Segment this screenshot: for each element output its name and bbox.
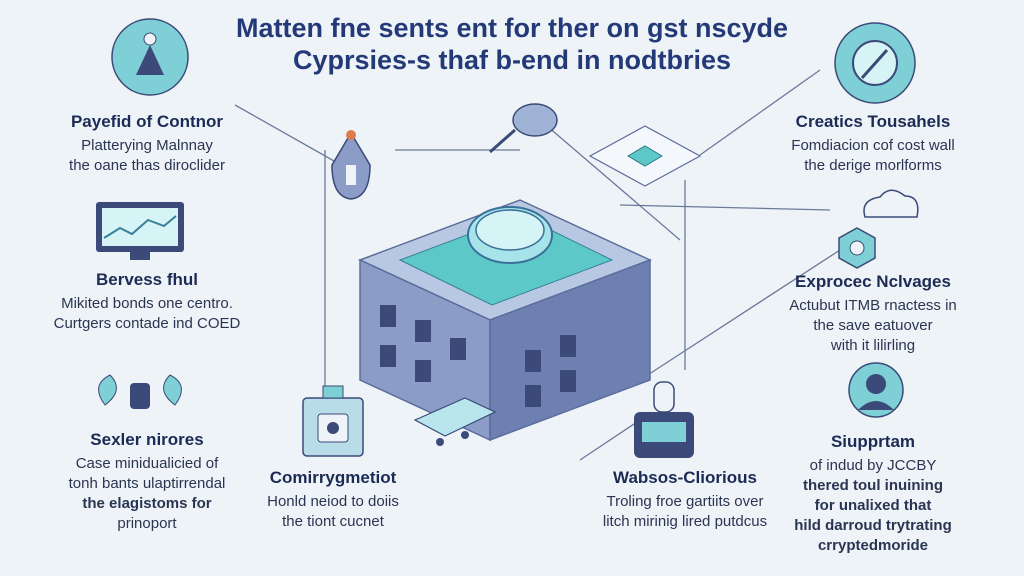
avatar-icon [848,362,904,418]
wallet-icon [111,18,189,96]
block-line: the derige morlforms [804,157,942,174]
block-line: Actubut ITMB rnactess in [789,297,957,314]
block-line: tonh bants ulaptirrendal [68,475,226,492]
block-line: Case minidualicied of [75,455,219,472]
vault-icon [302,385,364,457]
block-top-left: Payefid of Contnor Platterying Malnnay t… [22,112,272,176]
block-mid-right: Exprocec Nclvages Actubut ITMB rnactess … [748,272,998,356]
block-mid-left: Bervess fhul Mikited bonds one centro. C… [22,270,272,334]
block-line: the elagistoms for [82,495,212,512]
block-line: Troling froe gartiits over [606,493,764,510]
block-line: the oane thas diroclider [69,157,225,174]
clock-icon [838,227,876,269]
block-line: prinoport [117,515,177,532]
block-heading: Bervess fhul [95,270,199,289]
rocket-icon [331,130,371,200]
block-low-right: Siupprtam of indud by JCCBY thered toul … [748,432,998,556]
plants-icon [98,374,182,409]
block-heading: Exprocec Nclvages [795,272,951,291]
block-heading: Sexler nirores [90,430,204,449]
satellite-icon [489,103,558,154]
block-top-right: Creatics Tousahels Fomdiacion cof cost w… [748,112,998,176]
block-line: for unalixed that [814,497,932,514]
block-line: crryptedmoride [817,537,929,554]
block-bottom-center-right: Wabsos-Cliorious Troling froe gartiits o… [560,468,810,532]
card-icon [413,397,497,446]
block-line: with it lilirling [830,337,916,354]
block-line: litch mirinig lired putdcus [602,513,768,530]
block-line: hild darroud trytrating [794,517,952,534]
block-bottom-center-left: Comirrygmetiot Honld neiod to doiis the … [208,468,458,532]
block-line: the tiont cucnet [282,513,384,530]
block-low-left: Sexler nirores Case minidualicied of ton… [22,430,272,534]
block-line: the save eatuover [813,317,933,334]
page-title-line-2: Cyprsies-s thaf b-end in nodtbries [292,45,732,75]
chip-icon [588,125,702,187]
block-line: thered toul inuining [803,477,943,494]
block-line: Fomdiacion cof cost wall [791,137,955,154]
magnifier-icon [834,22,916,104]
block-line: of indud by JCCBY [809,457,937,474]
block-heading: Creatics Tousahels [795,112,951,131]
building-icon [358,199,652,442]
block-line: Mikited bonds one centro. [61,295,233,312]
cloud-icon [863,189,919,218]
block-line: Honld neiod to doiis [267,493,399,510]
page-title-line-1: Matten fne sents ent for ther on gst nsc… [235,13,789,43]
block-heading: Siupprtam [830,432,916,451]
block-line: Curtgers contade ind COED [53,315,241,332]
monitor-icon [96,202,184,260]
block-heading: Comirrygmetiot [269,468,397,487]
block-heading: Wabsos-Cliorious [613,468,757,487]
dispenser-icon [634,381,694,458]
block-heading: Payefid of Contnor [70,112,224,131]
block-line: Platterying Malnnay [81,137,213,154]
